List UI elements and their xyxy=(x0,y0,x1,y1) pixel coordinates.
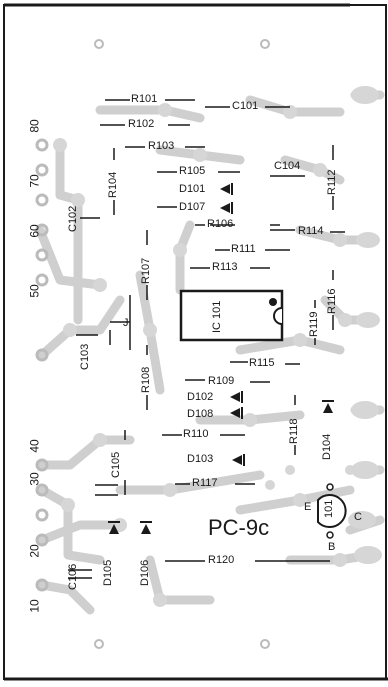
label-d101: D101 xyxy=(179,183,206,195)
label-r101: R101 xyxy=(131,93,158,105)
label-r104: R104 xyxy=(107,171,119,198)
label-r117: R117 xyxy=(192,477,218,489)
label-collector: C xyxy=(354,511,362,523)
label-r112: R112 xyxy=(326,169,338,195)
ic-notch xyxy=(273,307,283,325)
edge-pins xyxy=(35,138,49,592)
label-r108: R108 xyxy=(140,366,152,393)
ic-pin1-dot xyxy=(269,298,277,306)
pin-label-80: 80 xyxy=(27,119,42,133)
component-outlines xyxy=(68,99,345,579)
label-r105: R105 xyxy=(179,165,206,177)
label-d108: D108 xyxy=(187,408,214,420)
label-d103: D103 xyxy=(187,453,214,465)
label-r113: R113 xyxy=(212,261,238,273)
solder-pads xyxy=(53,86,382,607)
label-c104: C104 xyxy=(274,160,301,172)
pin-label-10: 10 xyxy=(27,599,42,613)
label-c102: C102 xyxy=(67,205,79,232)
board-name-label: PC-9c xyxy=(208,515,270,540)
pin-label-50: 50 xyxy=(27,284,42,298)
label-r119: R119 xyxy=(308,311,320,337)
mounting-hole xyxy=(94,39,104,49)
label-r116: R116 xyxy=(326,288,338,314)
label-r102: R102 xyxy=(128,118,155,130)
label-r109: R109 xyxy=(208,375,235,387)
ic-101-outline xyxy=(179,289,284,342)
label-r118: R118 xyxy=(288,418,300,444)
pin-label-70: 70 xyxy=(27,174,42,188)
label-r111: R111 xyxy=(231,243,256,255)
label-q101: 101 xyxy=(323,499,335,518)
label-d106: D106 xyxy=(139,559,151,586)
pin-label-60: 60 xyxy=(27,224,42,238)
pin-label-20: 20 xyxy=(27,544,42,558)
label-r110: R110 xyxy=(183,428,209,440)
label-ic-101: IC 101 xyxy=(211,300,223,333)
label-jumper: J xyxy=(123,317,129,329)
label-d104: D104 xyxy=(321,433,333,460)
label-r106: R106 xyxy=(207,218,234,230)
label-c103: C103 xyxy=(79,343,91,370)
pin-label-30: 30 xyxy=(27,472,42,486)
mounting-hole xyxy=(260,39,270,49)
transistor-101-outline xyxy=(317,494,347,528)
label-base: B xyxy=(328,541,336,553)
label-r120: R120 xyxy=(208,554,235,566)
mounting-hole xyxy=(260,639,270,649)
label-r114: R114 xyxy=(298,225,324,237)
mounting-hole xyxy=(94,639,104,649)
label-r103: R103 xyxy=(148,140,175,152)
label-c101: C101 xyxy=(232,100,259,112)
label-c105: C105 xyxy=(110,451,122,478)
label-d102: D102 xyxy=(187,391,214,403)
diode-symbols xyxy=(108,183,334,534)
label-r107: R107 xyxy=(140,257,152,284)
label-r115: R115 xyxy=(249,357,275,369)
label-emitter: E xyxy=(304,501,312,513)
label-d105: D105 xyxy=(102,559,114,586)
label-d107: D107 xyxy=(179,201,206,213)
label-c106: C106 xyxy=(67,563,79,590)
pin-label-40: 40 xyxy=(27,439,42,453)
